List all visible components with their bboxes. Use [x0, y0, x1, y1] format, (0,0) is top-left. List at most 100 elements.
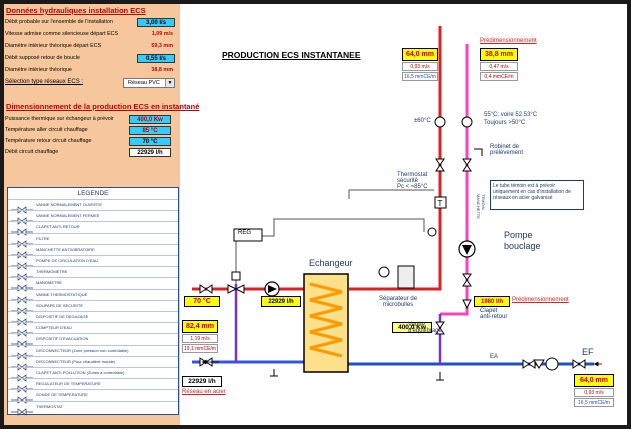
supply-speed: 0,93 m/s [402, 62, 438, 71]
legend-item-label: CLAPET ANTI-RETOUR [36, 224, 80, 230]
hydraulics-row: Diamètre intérieur théorique 38,8 mm [5, 67, 173, 73]
filter-icon [533, 359, 545, 369]
label-temoin-note: Le tube témoin est à prévoir uniquement … [490, 180, 584, 210]
label-vanne-equilibrage: Vanne d'équilibrage [408, 322, 442, 334]
svg-text:T: T [438, 199, 443, 208]
loop-flow-box: 1980 l/h [474, 296, 510, 307]
hydraulics-title: Données hydrauliques installation ECS [6, 6, 146, 15]
thermostat-link [348, 189, 434, 199]
sizing-row: Température aller circuit chauffage 85 °… [5, 126, 179, 136]
legend-item-label: DISCONNECTEUR (Pour chaudière murale) [36, 358, 116, 364]
label-separateur: Séparateur de microbulles [379, 296, 418, 308]
legend-item-label: DISCONNECTEUR (Zone pression non contrôl… [36, 347, 129, 353]
valve-open-icon [462, 158, 472, 172]
sizing-value: 70 °C [129, 137, 171, 146]
sizing-value: 85 °C [129, 126, 171, 135]
legend-item-label: FILTRE [36, 235, 50, 241]
temperature-in-box: 70 °C [184, 296, 220, 307]
steel-network-label: Réseau en acier [182, 389, 226, 395]
ecs-hot-pipe [349, 26, 442, 291]
label-temp-55: 55°C; voire 52.53°C [484, 112, 538, 118]
thermometer-icon [461, 116, 473, 128]
legend-item-label: REGULATEUR DE TEMPERATURE [36, 381, 101, 387]
sampling-tap-icon [474, 148, 483, 156]
supply-loss: 16,5 mmCE/m [402, 72, 438, 81]
primary-flow-rate: 22929 l/h [261, 296, 301, 307]
loop-return-pipe [440, 44, 469, 316]
primary-diameter: 82,4 mm [182, 320, 218, 333]
sizing-title: Dimensionnement de la production ECS en … [6, 102, 200, 111]
legend-item-label: SONDE DE TEMPERATURE [36, 392, 88, 398]
label-reg: REG [238, 230, 252, 236]
data-panel: Données hydrauliques installation ECS Dé… [4, 4, 199, 425]
chevron-down-icon[interactable]: ▼ [165, 79, 174, 87]
return-label: Prédimensionnement [480, 38, 537, 44]
legend-item-label: VANNE NORMALEMENT OUVERTE [36, 202, 103, 207]
water-meter-icon [545, 357, 559, 371]
exchanger-coil [309, 282, 343, 358]
primary-loss: 19,1 mmCE/m [182, 344, 218, 353]
network-select[interactable]: Réseau PVC ▼ [123, 78, 175, 88]
hydraulics-row: Débit probable sur l'ensemble de l'insta… [5, 18, 179, 28]
label-toujours: Toujours >50°C [484, 120, 526, 126]
hydraulics-value: 0,55 l/s [137, 54, 175, 63]
valve-open-icon [435, 158, 445, 172]
sizing-row: Température retour circuit chauffage 70 … [5, 137, 179, 147]
legend-item-label: MANOMETRE [36, 280, 62, 286]
network-select-row: Sélection type réseaux ECS : Réseau PVC … [5, 78, 179, 88]
legend-item-label: POMPE DE CIRCULATION D'EAU [36, 258, 99, 263]
legend-item-label: THERMOMETRE [36, 269, 68, 275]
label-echangeur: Echangeur [309, 258, 353, 268]
legend-item-label: VANNE NORMALEMENT FERMEE [36, 213, 100, 219]
return-loss: 0,4 mmCE/m [480, 72, 518, 81]
separator-icon [397, 265, 415, 289]
label-clapet: Clapet anti-retour [480, 308, 508, 320]
valve-open-icon [572, 359, 586, 369]
sizing-value: 400,0 Kw [129, 115, 171, 124]
probe-link [262, 218, 425, 237]
hydraulics-row: Diamètre intérieur théorique départ ECS … [5, 43, 173, 49]
legend-panel: LEGENDE VANNE NORMALEMENT OUVERTE VANNE N… [7, 187, 179, 416]
temperature-probe-icon [427, 227, 437, 237]
degassing-icon [11, 313, 33, 326]
check-valve-icon [462, 299, 472, 310]
drain-icon [270, 369, 278, 377]
label-thermo-60: ±60°C [414, 118, 431, 124]
legend-item-label: DISPOSITIF D'EVACUATION [36, 336, 89, 342]
legend-item: DISCONNECTEUR (Zone pression non contrôl… [8, 344, 178, 360]
legend-item-label: MANCHETTE ANTIVIBRATOIRE [36, 246, 95, 252]
power-box: 400,0 Kw [392, 322, 432, 333]
sizing-row: Puissance thermique sur échangeur à prév… [5, 115, 179, 125]
thermometer-icon [434, 116, 446, 128]
hydraulics-value: 3,00 l/s [137, 18, 175, 27]
balancing-valve-icon [435, 321, 445, 335]
label-ea: EA [490, 354, 499, 360]
drain-icon [436, 372, 444, 381]
hydraulics-row: Débit supposé retour de boucle 0,55 l/s [5, 54, 179, 64]
sizing-value: 22929 l/h [129, 148, 171, 157]
legend-title: LEGENDE [77, 190, 109, 197]
disconnector-icon [11, 347, 33, 360]
thermostat-icon [11, 403, 33, 416]
valve-open-icon [522, 359, 536, 369]
legend-item: VANNE NORMALEMENT OUVERTE [8, 199, 178, 214]
diagram-title: PRODUCTION ECS INSTANTANEE [222, 50, 361, 60]
valve-open-icon [199, 284, 213, 294]
worksheet: Données hydrauliques installation ECS Dé… [4, 4, 627, 425]
legend-item-label: THERMOSTAT [36, 403, 63, 409]
cold-diameter: 64,0 mm [574, 374, 614, 387]
legend-item-label: CLAPET ANTI-POLLUTION (Zones à contrôlab… [36, 370, 125, 375]
label-ef: EF [582, 347, 594, 357]
label-thermostat: Thermostat sécurité Pc < ≈85°C [397, 172, 428, 190]
manometer-icon [378, 266, 390, 278]
supply-diameter: 64,0 mm [402, 48, 438, 61]
thermostat-icon: T [434, 196, 447, 209]
regulator-icon [233, 228, 263, 242]
schematic-diagram: T [192, 26, 602, 381]
legend-item-label: SOUPAPE DE SECURITE [36, 302, 84, 308]
legend-item: MANCHETTE ANTIVIBRATOIRE [8, 243, 178, 259]
legend-item-label: DISPOSITIF DE DEGAZAGE [36, 314, 89, 319]
label-temoin: TEMOIN [481, 194, 486, 210]
cold-speed: 0,93 m/s [574, 388, 614, 397]
sizing-row: Débit circuit chauffage 22929 l/h [5, 148, 179, 158]
